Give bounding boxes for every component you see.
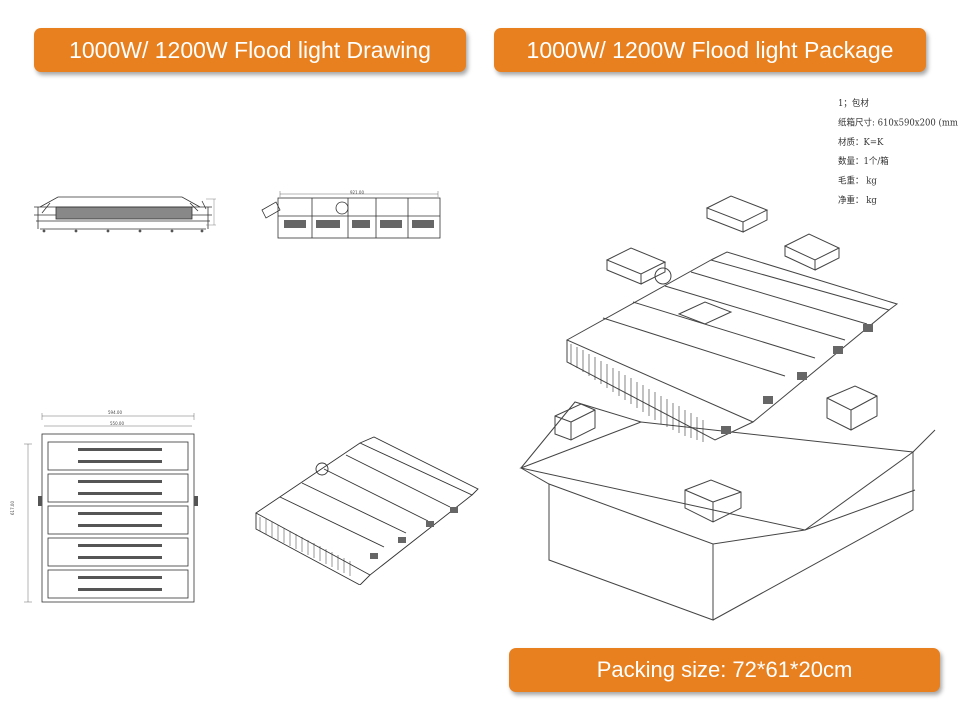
packing-size-text: Packing size: 72*61*20cm bbox=[596, 657, 853, 682]
side-view-drawing bbox=[34, 196, 216, 233]
spec-line: 毛重： kg bbox=[838, 176, 877, 187]
package-title: 1000W/ 1200W Flood light Package bbox=[526, 36, 894, 63]
front-width-dimension: 594.00 bbox=[108, 410, 122, 415]
front-inner-dimension: 550.00 bbox=[110, 421, 124, 426]
top-view-drawing bbox=[261, 191, 441, 239]
front-view-drawing bbox=[24, 413, 198, 603]
packing-size-banner: Packing size: 72*61*20cm bbox=[509, 648, 940, 692]
spec-line: 数量：1个/箱 bbox=[838, 156, 889, 168]
package-title-banner: 1000W/ 1200W Flood light Package bbox=[494, 28, 926, 72]
spec-line: 材质：K=K bbox=[838, 137, 884, 148]
top-width-dimension: 921.00 bbox=[350, 190, 364, 195]
drawing-title: 1000W/ 1200W Flood light Drawing bbox=[69, 36, 431, 63]
drawing-title-banner: 1000W/ 1200W Flood light Drawing bbox=[34, 28, 466, 72]
spec-line: 净重： kg bbox=[838, 195, 877, 207]
front-height-dimension: 617.00 bbox=[10, 501, 15, 515]
package-exploded-drawing bbox=[519, 195, 936, 621]
spec-line: 纸箱尺寸: 610x590x200 (mm bbox=[838, 117, 958, 129]
packaging-spec-notes: 1；包材 纸箱尺寸: 610x590x200 (mm 材质：K=K 数量：1个/… bbox=[838, 94, 958, 211]
isometric-view-drawing bbox=[255, 436, 479, 585]
spec-line: 1；包材 bbox=[838, 98, 869, 110]
